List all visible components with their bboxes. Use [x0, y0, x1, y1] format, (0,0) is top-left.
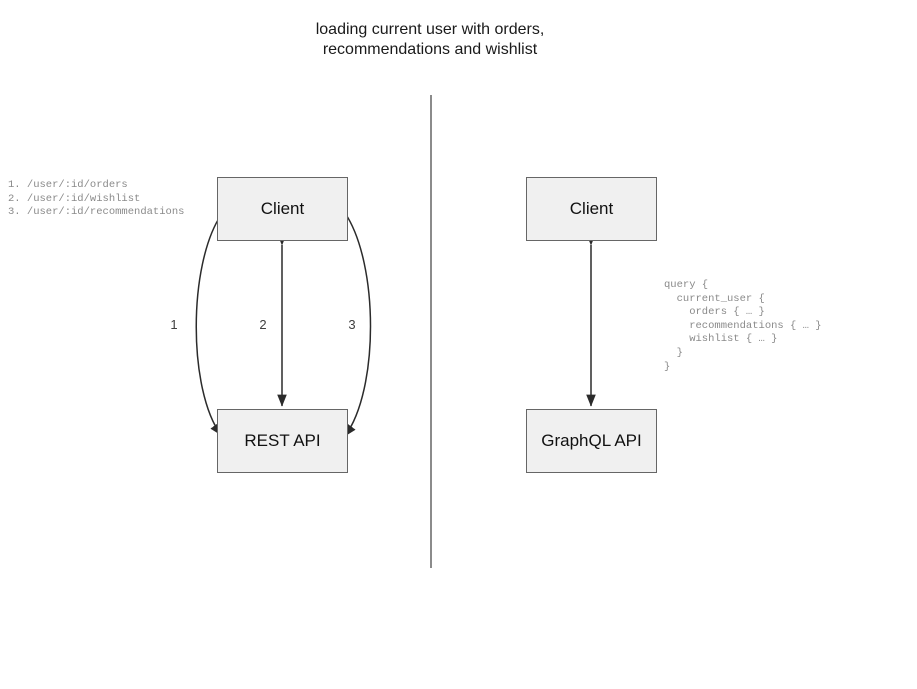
- edge-1-arc-left: [195, 202, 232, 436]
- node-rest-api[interactable]: REST API: [217, 409, 348, 473]
- edge-label-3: 3: [348, 317, 356, 332]
- node-label: REST API: [244, 431, 321, 450]
- node-client-rest[interactable]: Client: [217, 177, 348, 241]
- graphql-query-snippet: query { current_user { orders { … } reco…: [664, 279, 822, 373]
- node-label: Client: [569, 199, 614, 218]
- rest-endpoints-list: 1. /user/:id/orders 2. /user/:id/wishlis…: [8, 179, 185, 219]
- node-graphql-api[interactable]: GraphQL API: [526, 409, 657, 473]
- edge-label-1: 1: [170, 317, 178, 332]
- node-label: GraphQL API: [541, 431, 642, 450]
- edge-label-2: 2: [259, 317, 267, 332]
- page-title: loading current user with orders, recomm…: [315, 21, 545, 58]
- node-client-graphql[interactable]: Client: [526, 177, 657, 241]
- node-label: Client: [260, 199, 305, 218]
